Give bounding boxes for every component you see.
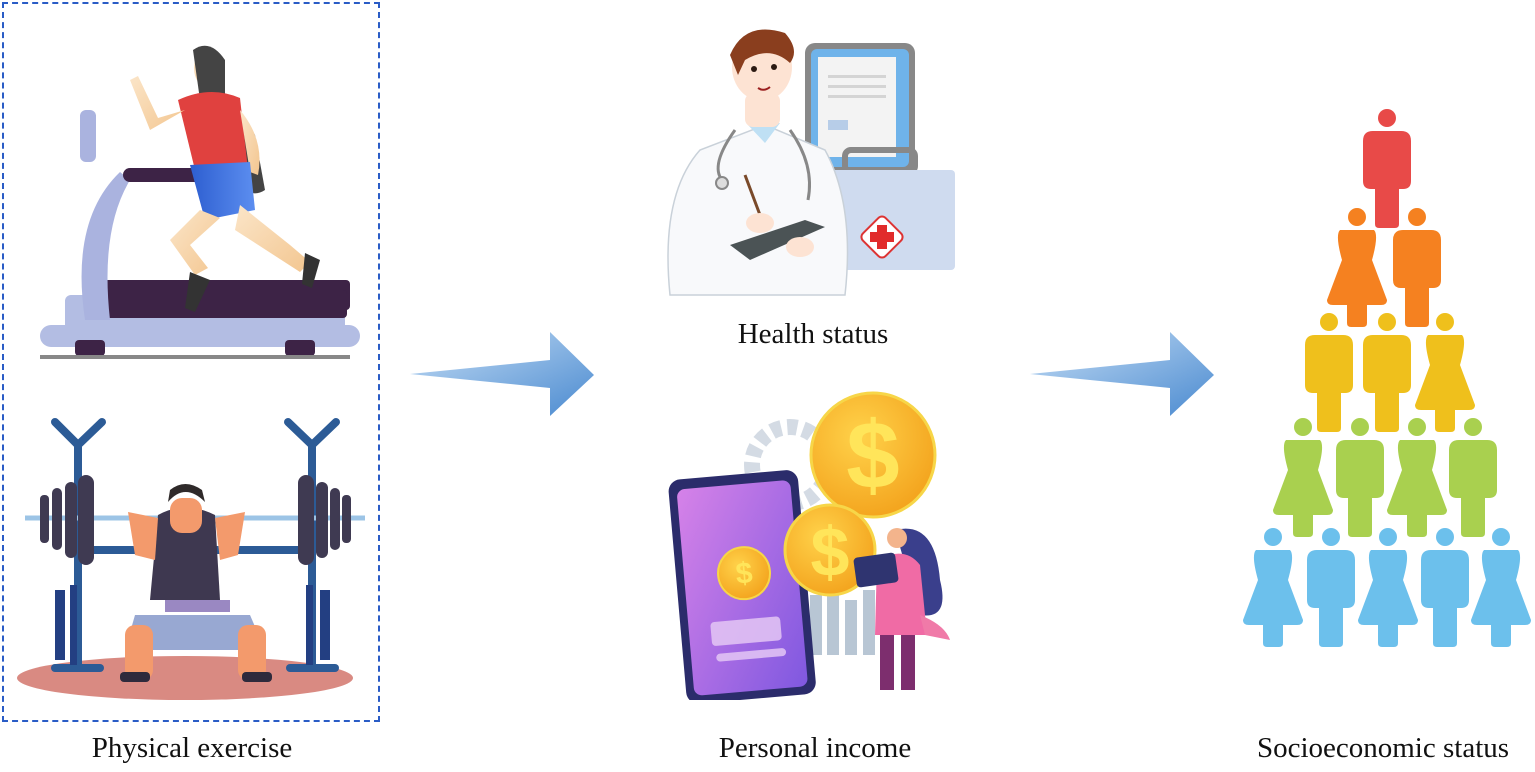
- flow-arrow-1-icon: [410, 332, 594, 416]
- node-label-personal-income: Personal income: [718, 732, 912, 764]
- treadmill-runner-illustration: [40, 45, 360, 359]
- svg-text:$: $: [846, 402, 899, 509]
- health-status-illustration: [667, 29, 955, 296]
- node-label-socioeconomic-status: Socioeconomic status: [1256, 732, 1510, 764]
- physical-exercise-box: [2, 2, 380, 722]
- pyramid-row-5: [1243, 528, 1531, 647]
- node-label-health-status: Health status: [737, 318, 889, 350]
- socioeconomic-pyramid-illustration: [1243, 109, 1531, 647]
- svg-text:$: $: [811, 513, 850, 591]
- personal-income-illustration: $ $ $: [668, 391, 950, 700]
- pyramid-row-1: [1363, 109, 1411, 228]
- svg-text:$: $: [734, 556, 754, 590]
- flow-arrow-2-icon: [1030, 332, 1214, 416]
- weightlifter-illustration: [17, 418, 365, 700]
- pyramid-row-4: [1273, 418, 1497, 537]
- node-label-physical-exercise: Physical exercise: [91, 732, 293, 764]
- pyramid-row-3: [1305, 313, 1475, 432]
